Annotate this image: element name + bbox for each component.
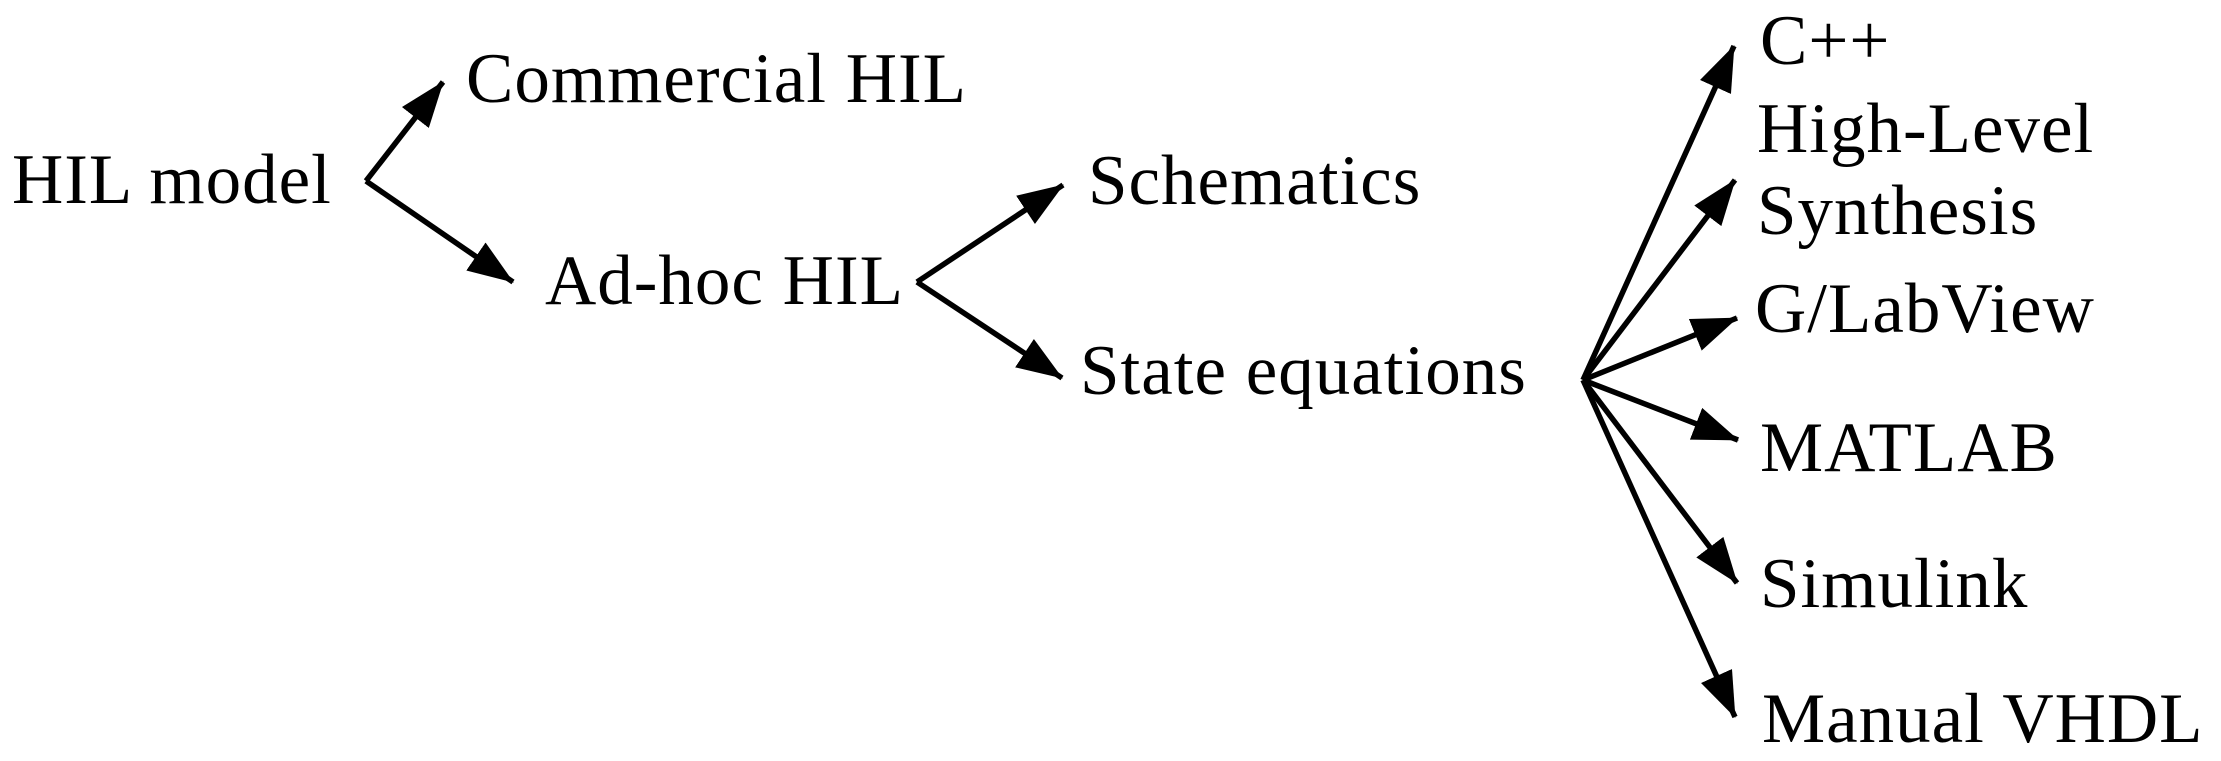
arrow-adhoc-to-schematics [915,182,1065,285]
arrow-stateeq-to-simulink [1580,378,1740,585]
node-high-level-synthesis-line2: Synthesis [1757,172,2039,250]
node-high-level-synthesis-line1: High-Level [1757,90,2095,168]
arrow-stateeq-to-glabview [1581,315,1739,383]
arrow-hilmodel-to-adhoc [364,178,515,285]
node-schematics: Schematics [1088,142,1422,220]
node-commercial-hil: Commercial HIL [466,40,967,118]
node-g-labview: G/LabView [1755,270,2095,348]
node-cpp: C++ [1760,2,1891,80]
arrow-stateeq-to-matlab [1582,377,1739,443]
arrow-stateeq-to-hls [1580,178,1738,382]
node-hil-model: HIL model [12,141,332,219]
node-ad-hoc-hil: Ad-hoc HIL [545,242,904,320]
node-simulink: Simulink [1760,545,2029,623]
arrow-hilmodel-to-commercial [363,80,446,183]
node-state-equations: State equations [1080,332,1527,410]
node-manual-vhdl: Manual VHDL [1762,680,2204,758]
arrow-adhoc-to-stateequations [915,279,1064,381]
arrow-stateeq-to-vhdl [1580,378,1738,719]
node-high-level-synthesis: High-Level Synthesis [1757,88,2094,252]
node-matlab: MATLAB [1760,409,2058,487]
arrow-stateeq-to-cpp [1580,44,1737,382]
